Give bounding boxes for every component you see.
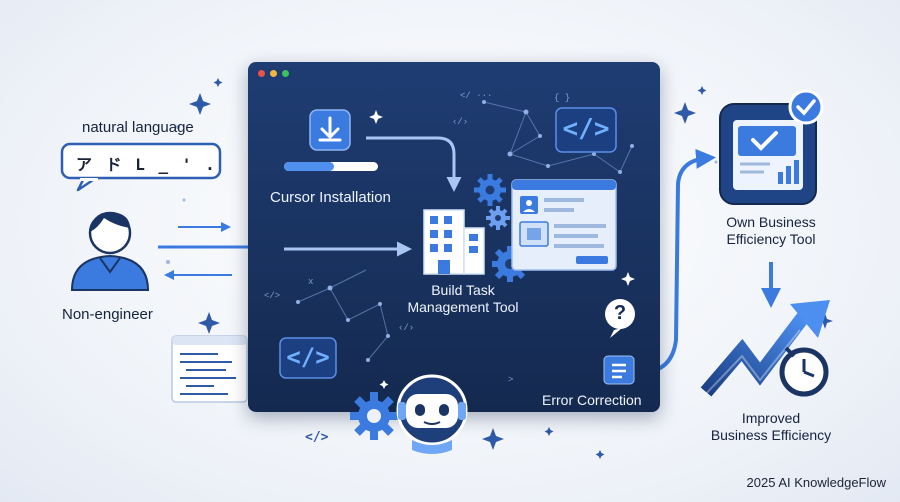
svg-text:</ ···: </ ··· <box>460 91 492 101</box>
clock-icon <box>779 346 829 397</box>
watermark: 2025 AI KnowledgeFlow <box>746 475 886 490</box>
svg-text:>: > <box>508 375 513 385</box>
own-tool-line1: Own Business <box>726 214 816 230</box>
person-icon <box>70 211 150 291</box>
svg-text:</>: </> <box>264 291 280 301</box>
improved-line2: Business Efficiency <box>710 427 832 443</box>
building-icon <box>423 209 485 275</box>
document-icon <box>171 335 248 403</box>
step-build-label: Build Task Management Tool <box>374 282 552 316</box>
robot-icon <box>396 374 468 454</box>
bubble-text: ア ド L _ ' . <box>76 155 217 174</box>
download-icon <box>309 109 351 151</box>
svg-text:x: x <box>308 277 313 287</box>
code-icon <box>279 337 337 379</box>
checkmark-icon <box>788 89 824 125</box>
chart-arrow-icon <box>699 300 830 401</box>
question-icon <box>605 299 635 338</box>
step-install-label: Cursor Installation <box>270 189 391 206</box>
window-content: </ ··· { } ‹/› </> x > ‹/› <box>264 91 635 389</box>
question-glyph: ? <box>613 302 627 324</box>
code-glyph-bottom: </> <box>286 343 330 371</box>
non-engineer-label: Non-engineer <box>62 306 153 323</box>
install-progress-bar <box>284 162 378 171</box>
window-close-dot[interactable] <box>258 70 265 77</box>
code-glyph-small: </> <box>305 430 329 445</box>
dashboard-icon <box>719 103 817 205</box>
gear-icon <box>350 392 398 440</box>
step-error-label: Error Correction <box>542 392 642 408</box>
step-build-line2: Management Tool <box>407 299 519 315</box>
natural-language-label: natural language <box>82 119 194 136</box>
chat-bubble-icon <box>60 142 222 192</box>
app-window: </ ··· { } ‹/› </> x > ‹/› <box>248 62 660 412</box>
own-tool-label: Own Business Efficiency Tool <box>700 214 842 248</box>
step-build-line1: Build Task <box>431 282 495 298</box>
svg-text:{ }: { } <box>554 93 570 103</box>
improved-label: Improved Business Efficiency <box>696 410 846 444</box>
document-icon <box>603 355 635 385</box>
sparkle-icon <box>189 78 833 459</box>
window-minimize-dot[interactable] <box>270 70 277 77</box>
svg-text:‹/›: ‹/› <box>398 323 414 333</box>
svg-text:‹/›: ‹/› <box>452 117 468 127</box>
improved-line1: Improved <box>741 410 801 426</box>
code-glyph-top: </> <box>562 114 610 144</box>
mini-ui-window <box>511 179 617 271</box>
own-tool-line2: Efficiency Tool <box>726 231 816 247</box>
robot-group <box>350 374 468 454</box>
code-icon <box>555 107 617 153</box>
window-maximize-dot[interactable] <box>282 70 289 77</box>
